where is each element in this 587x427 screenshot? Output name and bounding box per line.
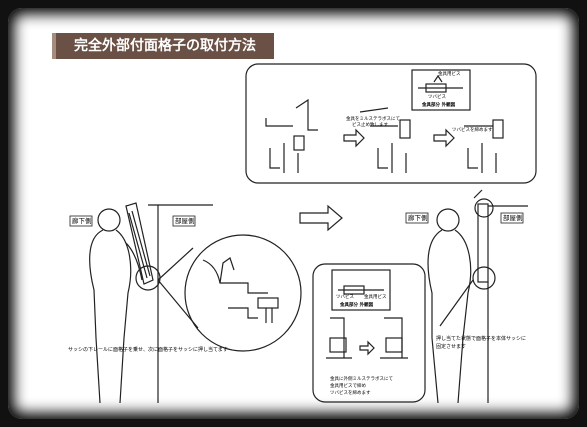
left-grille bbox=[126, 203, 153, 284]
labels-left bbox=[70, 213, 523, 226]
bottom-note-3: ツバビスを締めます bbox=[330, 390, 371, 396]
caption-left: サッシの下レールに面格子を乗せ、次に面格子をサッシに押し当てます bbox=[68, 346, 228, 353]
caption-right-1: 押し当てた状態で面格子を本体サッシに bbox=[436, 335, 526, 342]
bottom-step2-drawing bbox=[380, 318, 408, 358]
installation-diagram bbox=[8, 8, 579, 419]
bottom-step1-drawing bbox=[326, 318, 352, 358]
top-step2-label: ツバビスを締めます bbox=[452, 127, 493, 133]
caption-right-2: 固定させます bbox=[436, 343, 466, 350]
right-person-figure bbox=[428, 209, 471, 403]
main-arrow bbox=[300, 206, 342, 230]
bottom-note-2: 金具用ビスで締め bbox=[330, 383, 366, 389]
top-arrow-1 bbox=[344, 130, 364, 146]
top-step1-drawing bbox=[266, 100, 318, 173]
bottom-arrow bbox=[360, 342, 374, 354]
top-arrow-2 bbox=[434, 130, 454, 146]
bottom-inset-label-2: 金具用ビス bbox=[364, 294, 387, 300]
top-inset-label-2: ツバビス bbox=[428, 94, 446, 100]
top-step1-label-b: ビス止め致します bbox=[352, 122, 388, 128]
left-person-figure bbox=[90, 209, 142, 403]
label-room-left: 部屋側 bbox=[175, 216, 195, 226]
bottom-inset-label-3: 金具部分 外観図 bbox=[340, 302, 373, 308]
diagram-frame: 完全外部付面格子の取付方法 bbox=[8, 8, 579, 419]
bottom-note-1: 金具に外側ミルステラボスにて bbox=[330, 376, 393, 382]
bottom-inset-label-1: ツバビス bbox=[336, 294, 354, 300]
top-inset-label-3: 金具部分 外観図 bbox=[422, 102, 455, 108]
label-room-right: 部屋側 bbox=[503, 213, 523, 223]
label-hallway-right: 廊下側 bbox=[408, 213, 428, 223]
top-inset-label-1: 金具用ビス bbox=[438, 71, 461, 77]
label-hallway-left: 廊下側 bbox=[72, 216, 92, 226]
left-magnified-detail bbox=[185, 235, 301, 351]
